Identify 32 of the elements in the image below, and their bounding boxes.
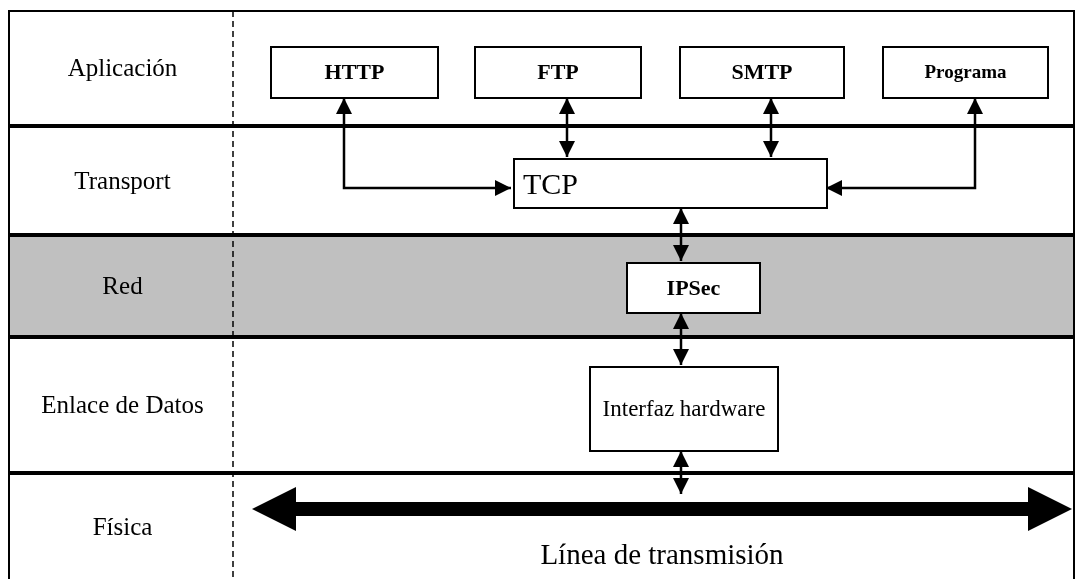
protocol-box bbox=[882, 46, 1049, 99]
protocol-box bbox=[270, 46, 439, 99]
layer-band bbox=[8, 337, 1075, 473]
arrow bbox=[559, 98, 575, 157]
layer-label: Red bbox=[101, 271, 144, 302]
box-label: TCP bbox=[523, 165, 579, 202]
arrow bbox=[763, 98, 779, 157]
layer-band bbox=[8, 235, 1075, 337]
protocol-box bbox=[474, 46, 642, 99]
box-label: Interfaz hardware bbox=[602, 395, 766, 423]
protocol-box bbox=[513, 158, 828, 209]
arrow bbox=[336, 98, 511, 196]
layer-band bbox=[8, 126, 1075, 235]
box-label: SMTP bbox=[731, 59, 793, 86]
arrow bbox=[826, 98, 983, 196]
layer-band bbox=[8, 10, 1075, 126]
arrow bbox=[673, 451, 689, 494]
box-label: Programa bbox=[924, 61, 1007, 84]
box-label: FTP bbox=[537, 59, 579, 86]
protocol-box bbox=[626, 262, 761, 314]
arrow bbox=[673, 313, 689, 365]
box-label: HTTP bbox=[324, 59, 385, 86]
layer-label: Enlace de Datos bbox=[40, 390, 205, 421]
layer-label: Transport bbox=[73, 165, 172, 196]
protocol-box bbox=[679, 46, 845, 99]
layer-band bbox=[8, 473, 1075, 579]
box-label: IPSec bbox=[666, 274, 721, 302]
protocol-box bbox=[589, 366, 779, 452]
arrow bbox=[673, 208, 689, 261]
layer-label: Aplicación bbox=[66, 53, 179, 84]
layer-label: Física bbox=[91, 512, 154, 543]
line-label: Línea de transmisión bbox=[539, 537, 785, 572]
